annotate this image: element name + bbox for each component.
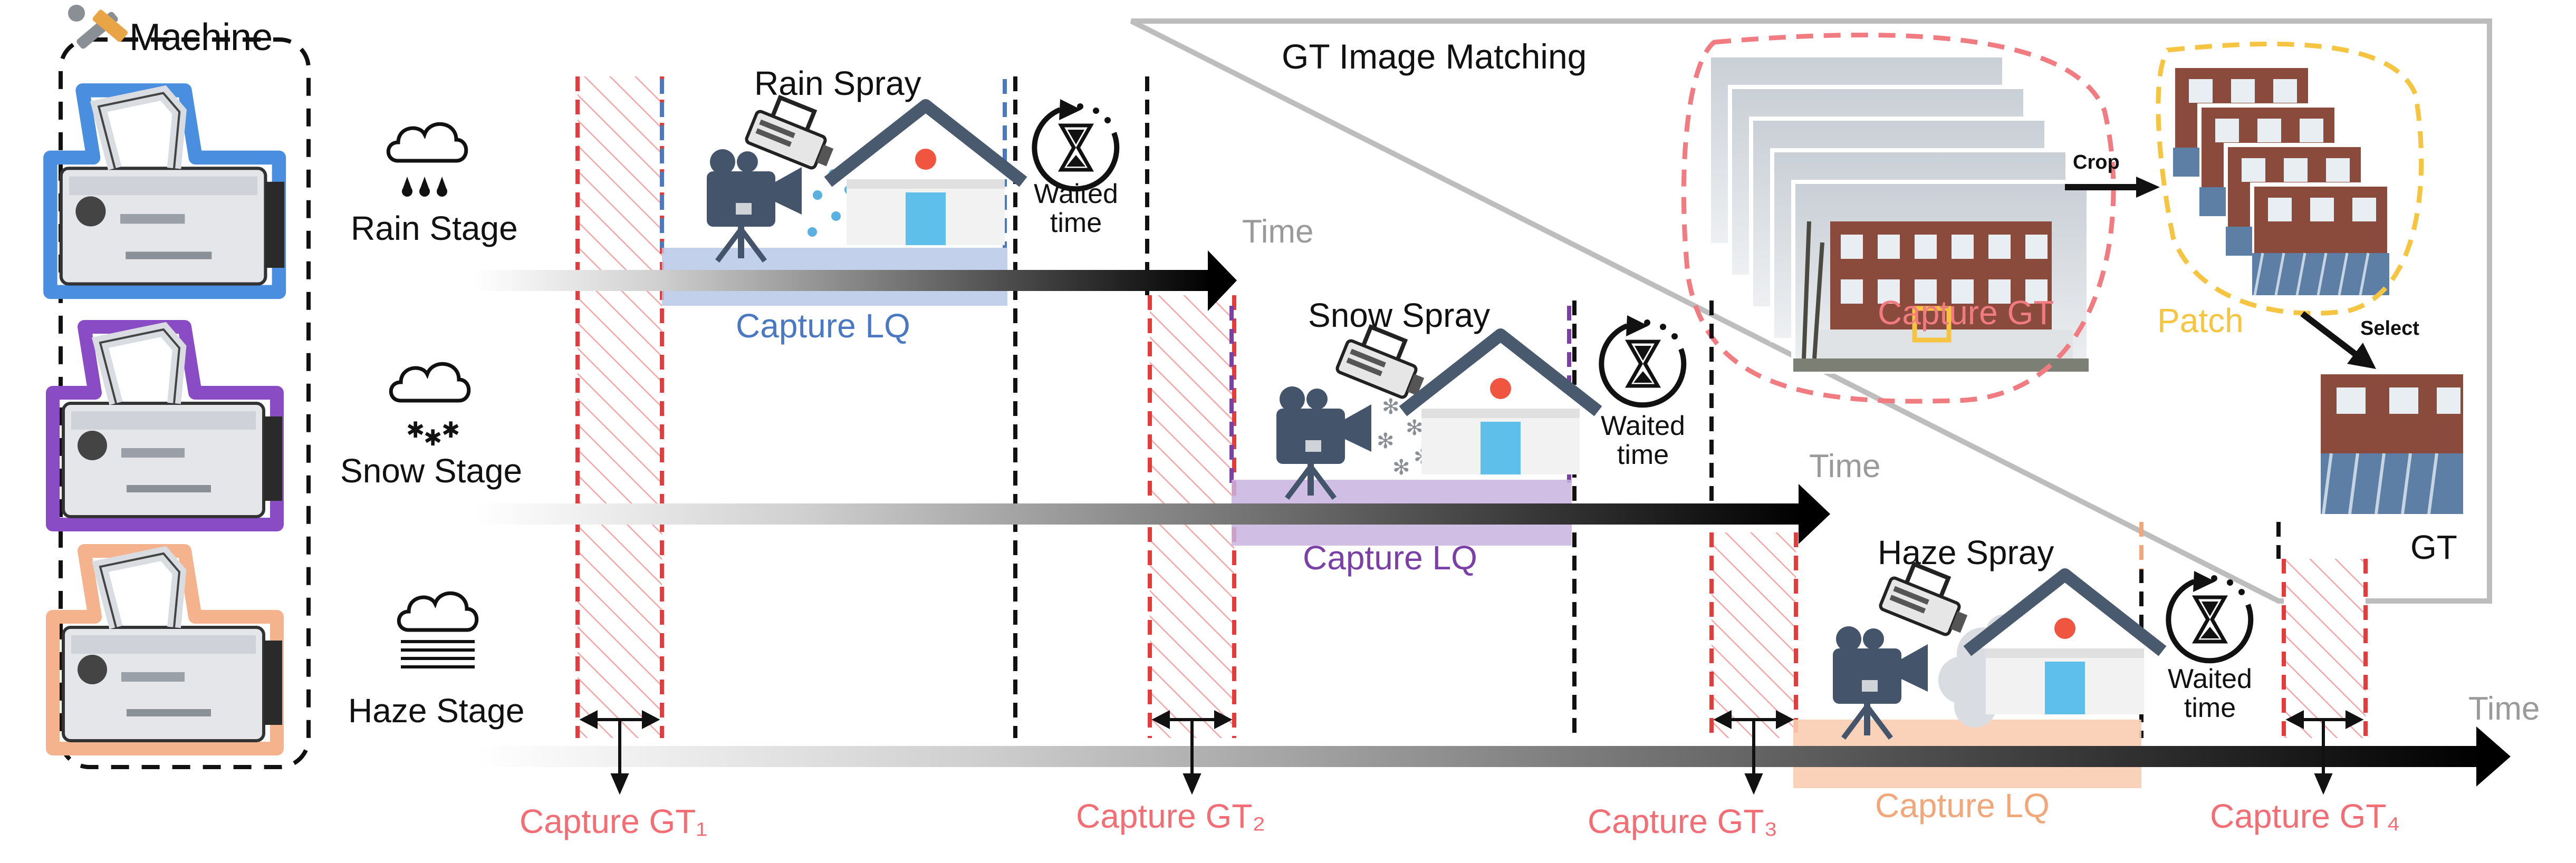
rain-waited-line1: Waited [1034, 179, 1118, 209]
select-arrow [2300, 311, 2376, 369]
capture-gt-label: Capture GT [1878, 294, 2054, 332]
rain-house-icon [828, 105, 1023, 245]
haze-capture-lq-label: Capture LQ [1875, 787, 2050, 825]
snow-spray-label: Snow Spray [1308, 296, 1490, 334]
haze-timeline-arrow [475, 726, 2511, 787]
gt-window-1 [575, 76, 664, 738]
haze-time-label: Time [2468, 691, 2540, 727]
capture-gt-stack [1681, 32, 2116, 404]
snow-waited-line1: Waited [1601, 411, 1685, 441]
gt-brackets [579, 710, 2364, 795]
select-label: Select [2360, 317, 2419, 340]
haze-machine [46, 544, 282, 755]
gt-window-4 [2282, 559, 2368, 738]
gt-matching-panel: GT Image Matching Capture GT [1130, 18, 2492, 604]
svg-text:✻: ✻ [1392, 456, 1410, 479]
svg-text:✻: ✻ [1406, 416, 1424, 440]
snow-time-label: Time [1809, 448, 1880, 484]
patch-label: Patch [2157, 302, 2244, 340]
haze-house-icon [1967, 575, 2162, 714]
haze-stage-label: Haze Stage [348, 692, 524, 730]
crop-label: Crop [2073, 151, 2120, 173]
haze-waited-line2: time [2184, 693, 2236, 723]
haze-waited-line1: Waited [2168, 664, 2252, 694]
patch-stack [2156, 41, 2424, 316]
capture-gt-1-label: Capture GT₁ [520, 802, 707, 840]
snow-machine [46, 320, 282, 531]
svg-text:✱: ✱ [406, 418, 425, 442]
crop-arrow [2065, 177, 2160, 198]
snow-waited-line2: time [1617, 440, 1669, 470]
rain-sprayer-icon [745, 92, 844, 173]
rain-timer-icon [1034, 99, 1117, 189]
svg-text:✻: ✻ [1377, 430, 1395, 453]
haze-stage-icon [399, 593, 477, 668]
rain-capture-lq-label: Capture LQ [736, 307, 910, 345]
rain-time-label: Time [1242, 214, 1313, 250]
snow-stage-icon: ✱ ✱ ✱ [391, 364, 469, 450]
svg-text:✱: ✱ [424, 425, 442, 450]
capture-gt-4-label: Capture GT₄ [2210, 797, 2400, 835]
capture-gt-2-label: Capture GT₂ [1076, 797, 1265, 835]
gt-window-3 [1709, 532, 1798, 738]
rain-waited-line2: time [1050, 208, 1102, 238]
snow-timer-icon [1601, 315, 1684, 405]
snow-timeline-arrow [475, 484, 1830, 544]
rain-spray-label: Rain Spray [754, 64, 921, 102]
gt-patch-image [2321, 374, 2463, 515]
svg-text:✱: ✱ [441, 418, 460, 442]
rain-stage-icon [388, 124, 466, 197]
snow-stage-label: Snow Stage [340, 452, 522, 490]
haze-timer-icon [2168, 571, 2251, 661]
rain-timeline-arrow [475, 250, 1237, 311]
gt-label: GT [2410, 528, 2457, 566]
tools-icon [68, 5, 128, 49]
gt-matching-title: GT Image Matching [1282, 37, 1587, 76]
haze-spray-label: Haze Spray [1878, 534, 2054, 571]
machine-title: Machine [129, 16, 273, 59]
svg-text:✻: ✻ [1382, 395, 1400, 419]
capture-gt-3-label: Capture GT₃ [1588, 802, 1777, 840]
machine-panel: Machine [43, 5, 311, 769]
rain-camera-icon [707, 149, 802, 261]
building-photo [1791, 180, 2091, 374]
rain-machine [43, 83, 284, 299]
snow-capture-lq-label: Capture LQ [1303, 539, 1477, 577]
rain-stage-label: Rain Stage [351, 209, 518, 247]
